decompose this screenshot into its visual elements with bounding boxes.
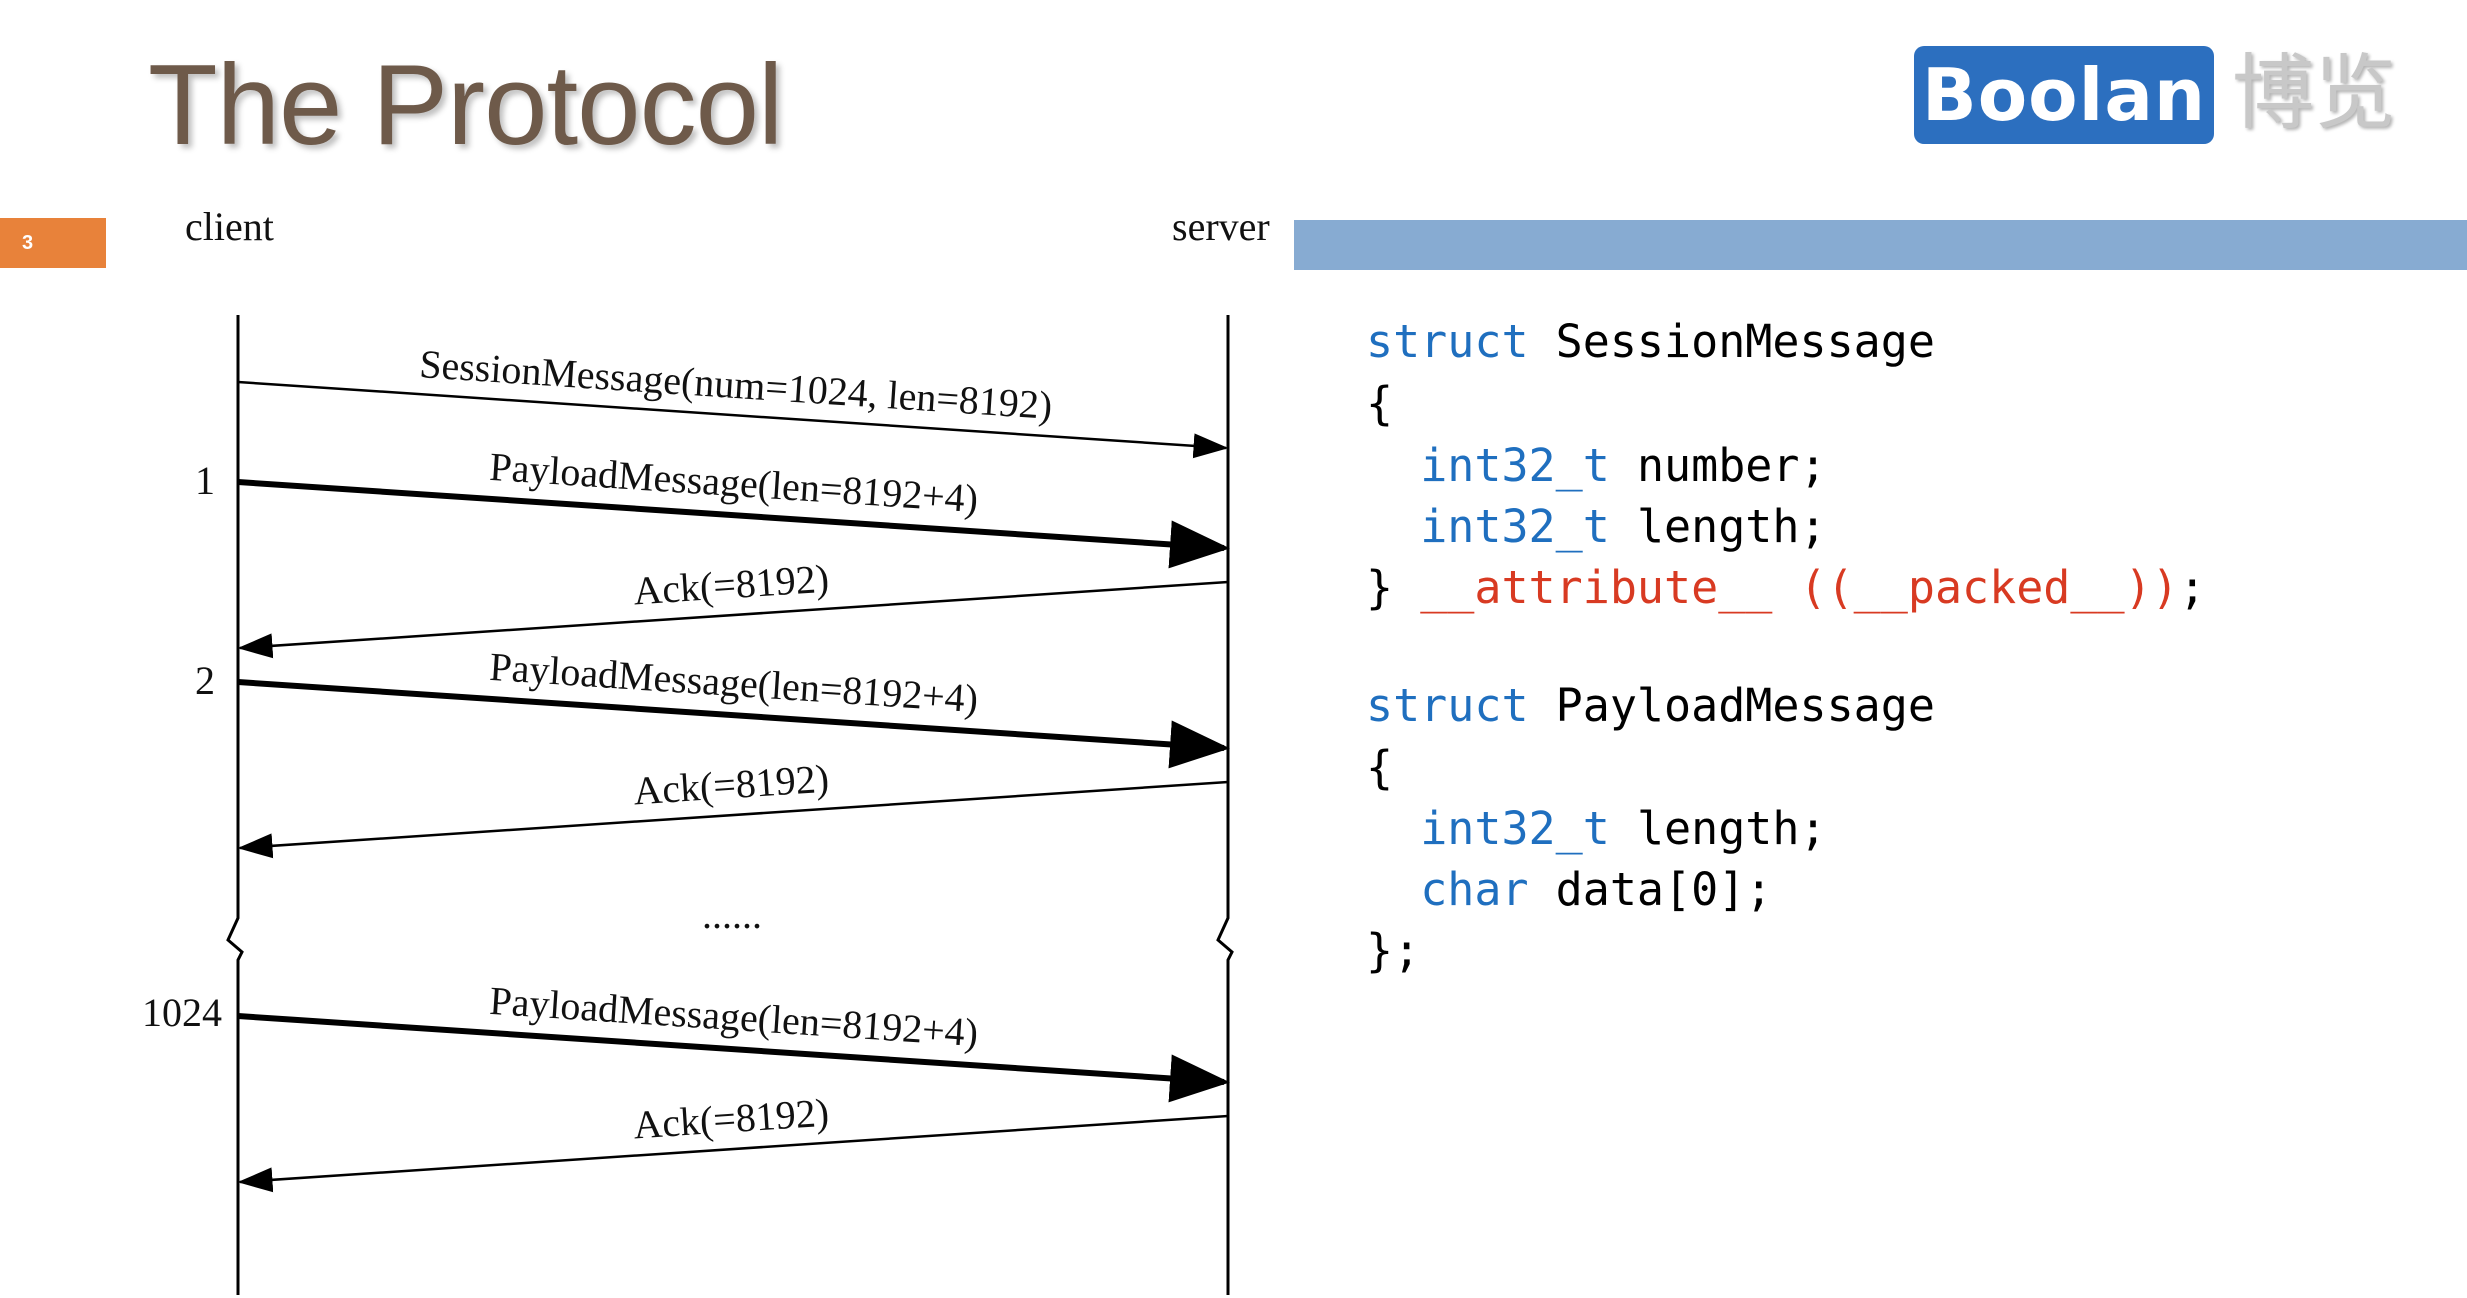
struct2-field1-name: length;: [1636, 802, 1827, 855]
struct1-semicolon: ;: [2178, 561, 2206, 614]
struct1-field1-name: number;: [1636, 439, 1827, 492]
boolan-logo-chinese: 博览: [2232, 46, 2397, 141]
session-message-arrow: [237, 380, 1229, 459]
code-line-struct2-close: };: [1366, 921, 1420, 981]
code-line-struct2-field2: char data[0];: [1366, 860, 1772, 920]
struct2-field1-type: int32_t: [1420, 802, 1610, 855]
code-line-struct1-field2: int32_t length;: [1366, 497, 1827, 557]
struct2-open-brace: {: [1366, 741, 1394, 794]
payload-index-1024: 1024: [142, 990, 222, 1035]
code-line-struct1-close: } __attribute__ ((__packed__));: [1366, 558, 2206, 618]
slide-title: The Protocol: [148, 42, 783, 169]
slide-number-badge: [0, 218, 106, 268]
header-accent-bar: [1294, 220, 2467, 270]
struct2-keyword: struct: [1366, 679, 1529, 732]
payload-message-label-1024: PayloadMessage(len=8192+4): [488, 978, 979, 1055]
ack-label-2: Ack(=8192): [632, 756, 830, 814]
struct1-open-brace: {: [1366, 377, 1394, 430]
payload-index-1: 1: [195, 458, 215, 503]
code-line-struct2-field1: int32_t length;: [1366, 799, 1827, 859]
struct1-field1-type: int32_t: [1420, 439, 1610, 492]
slide-number: 3: [22, 232, 34, 254]
ack-arrow-1024: [237, 1114, 1229, 1193]
payload-message-label-2: PayloadMessage(len=8192+4): [488, 644, 979, 721]
code-line-struct1: struct SessionMessage: [1366, 312, 1935, 372]
payload-index-2: 2: [195, 658, 215, 703]
client-label: client: [185, 204, 274, 249]
struct2-close-brace: };: [1366, 924, 1421, 977]
code-line-struct1-open: {: [1366, 374, 1393, 434]
code-line-struct1-field1: int32_t number;: [1366, 436, 1827, 496]
server-label: server: [1172, 204, 1270, 249]
sequence-diagram: client server SessionMessage(num=1024, l…: [142, 204, 1270, 1295]
struct1-field2-type: int32_t: [1420, 500, 1610, 553]
ack-arrow-1: [237, 580, 1229, 659]
ack-label-1024: Ack(=8192): [632, 1090, 830, 1148]
code-line-struct2-open: {: [1366, 738, 1393, 798]
struct1-name: SessionMessage: [1555, 315, 1935, 368]
ack-label-1: Ack(=8192): [632, 556, 830, 614]
payload-message-label-1: PayloadMessage(len=8192+4): [488, 444, 979, 521]
code-line-struct2: struct PayloadMessage: [1366, 676, 1935, 736]
struct1-close-brace: }: [1366, 561, 1394, 614]
struct1-attribute: __attribute__ ((__packed__)): [1420, 561, 2179, 614]
payload-message-arrow-2: [237, 679, 1230, 769]
struct1-keyword: struct: [1366, 315, 1529, 368]
struct2-name: PayloadMessage: [1555, 679, 1935, 732]
ack-arrow-2: [237, 780, 1229, 859]
struct2-field2-name: data[0];: [1555, 863, 1773, 916]
struct1-field2-name: length;: [1636, 500, 1827, 553]
boolan-logo: Boolan: [1914, 46, 2214, 144]
struct2-field2-type: char: [1420, 863, 1529, 916]
server-lifeline: [1216, 315, 1234, 1295]
payload-message-arrow-1: [237, 479, 1230, 569]
payload-message-arrow-1024: [237, 1013, 1230, 1103]
ellipsis: ......: [702, 892, 762, 937]
client-lifeline: [226, 315, 244, 1295]
